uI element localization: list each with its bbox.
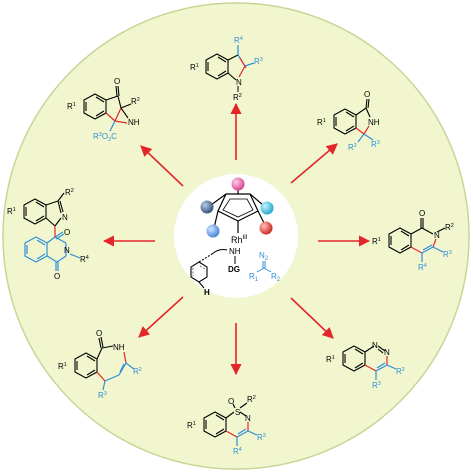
svg-text:R2: R2 (131, 97, 140, 106)
product-benzazepinone: O NH R1 R2 R3 (58, 329, 142, 400)
svg-text:NH: NH (128, 118, 140, 127)
cp-ball-navy (200, 200, 214, 214)
svg-text:R2: R2 (133, 367, 142, 376)
svg-text:N: N (64, 246, 70, 255)
product-spiro: N R2 R1 O N O R4 (7, 188, 89, 281)
reaction-arrows (102, 102, 371, 376)
svg-text:R3: R3 (98, 391, 107, 400)
svg-text:R3: R3 (443, 250, 452, 259)
product-benzothiazine: O S N R2 R1 R3 R4 (187, 395, 266, 456)
svg-text:R1: R1 (372, 237, 381, 246)
svg-text:R2: R2 (65, 188, 74, 197)
svg-text:R1: R1 (190, 63, 199, 72)
arrow-to-benzazepinone (138, 296, 184, 338)
svg-text:O: O (228, 397, 234, 406)
svg-text:NH: NH (368, 118, 380, 127)
rh-label: RhIII (231, 235, 248, 245)
arrow-to-isoindolinone (290, 143, 338, 184)
svg-text:R1: R1 (67, 102, 76, 111)
svg-text:O: O (96, 329, 102, 338)
svg-text:R1: R1 (7, 207, 16, 216)
product-isoquinolinone: O N R2 R1 R3 R4 (372, 209, 454, 272)
svg-text:R2: R2 (233, 93, 242, 102)
svg-text:R3: R3 (257, 433, 266, 442)
svg-text:NH: NH (113, 343, 125, 352)
svg-text:R3: R3 (372, 381, 381, 390)
svg-text:R3: R3 (254, 57, 263, 66)
svg-text:N2: N2 (259, 251, 269, 262)
svg-text:R1: R1 (249, 272, 259, 283)
diazo-compound: N2 R1 R2 (249, 251, 281, 283)
svg-text:O: O (114, 77, 120, 86)
svg-text:R3: R3 (371, 140, 380, 149)
svg-text:N: N (434, 231, 440, 240)
svg-text:O: O (419, 209, 425, 218)
rh-catalyst: RhIII (200, 177, 274, 245)
svg-text:N: N (384, 348, 390, 357)
svg-text:R4: R4 (234, 36, 243, 45)
h-label: H (204, 288, 210, 297)
svg-text:R4: R4 (418, 263, 427, 272)
product-indole: N R1 R2 R3 R4 (190, 36, 263, 102)
svg-text:R4: R4 (80, 255, 89, 264)
svg-text:O: O (54, 272, 60, 281)
svg-text:R1: R1 (317, 118, 326, 127)
svg-text:N: N (236, 78, 242, 87)
svg-text:N: N (245, 414, 251, 423)
dg-label: DG (228, 265, 240, 274)
arrow-to-cinnoline (290, 297, 334, 339)
svg-text:R1: R1 (58, 362, 67, 371)
svg-text:R1: R1 (187, 421, 196, 430)
svg-text:R4: R4 (233, 447, 242, 456)
product-azirine: O R2 NH R1 R3O2C (67, 77, 140, 143)
arrow-to-azirine (140, 145, 184, 187)
substrate-arene: NH DG H (190, 247, 241, 297)
svg-text:O: O (364, 90, 370, 99)
cp-ball-cyan (260, 201, 274, 215)
svg-text:R2: R2 (348, 143, 357, 152)
nh-label: NH (229, 247, 241, 256)
cp-ball-blue (206, 224, 220, 238)
svg-text:R2: R2 (396, 367, 405, 376)
svg-text:R3O2C: R3O2C (93, 132, 117, 143)
svg-text:N: N (62, 213, 68, 222)
svg-text:R2: R2 (445, 223, 454, 232)
cp-ball-pink (231, 177, 245, 191)
svg-text:R2: R2 (271, 272, 281, 283)
product-isoindolinone: O NH R1 R2 R3 (317, 90, 380, 152)
cp-ball-red (259, 221, 273, 235)
svg-text:R1: R1 (326, 355, 335, 364)
product-cinnoline: N N R1 R2 R3 (326, 341, 405, 390)
svg-text:N: N (372, 341, 378, 350)
svg-text:R2: R2 (247, 395, 256, 404)
svg-text:S: S (235, 408, 240, 417)
svg-text:O: O (64, 228, 70, 237)
